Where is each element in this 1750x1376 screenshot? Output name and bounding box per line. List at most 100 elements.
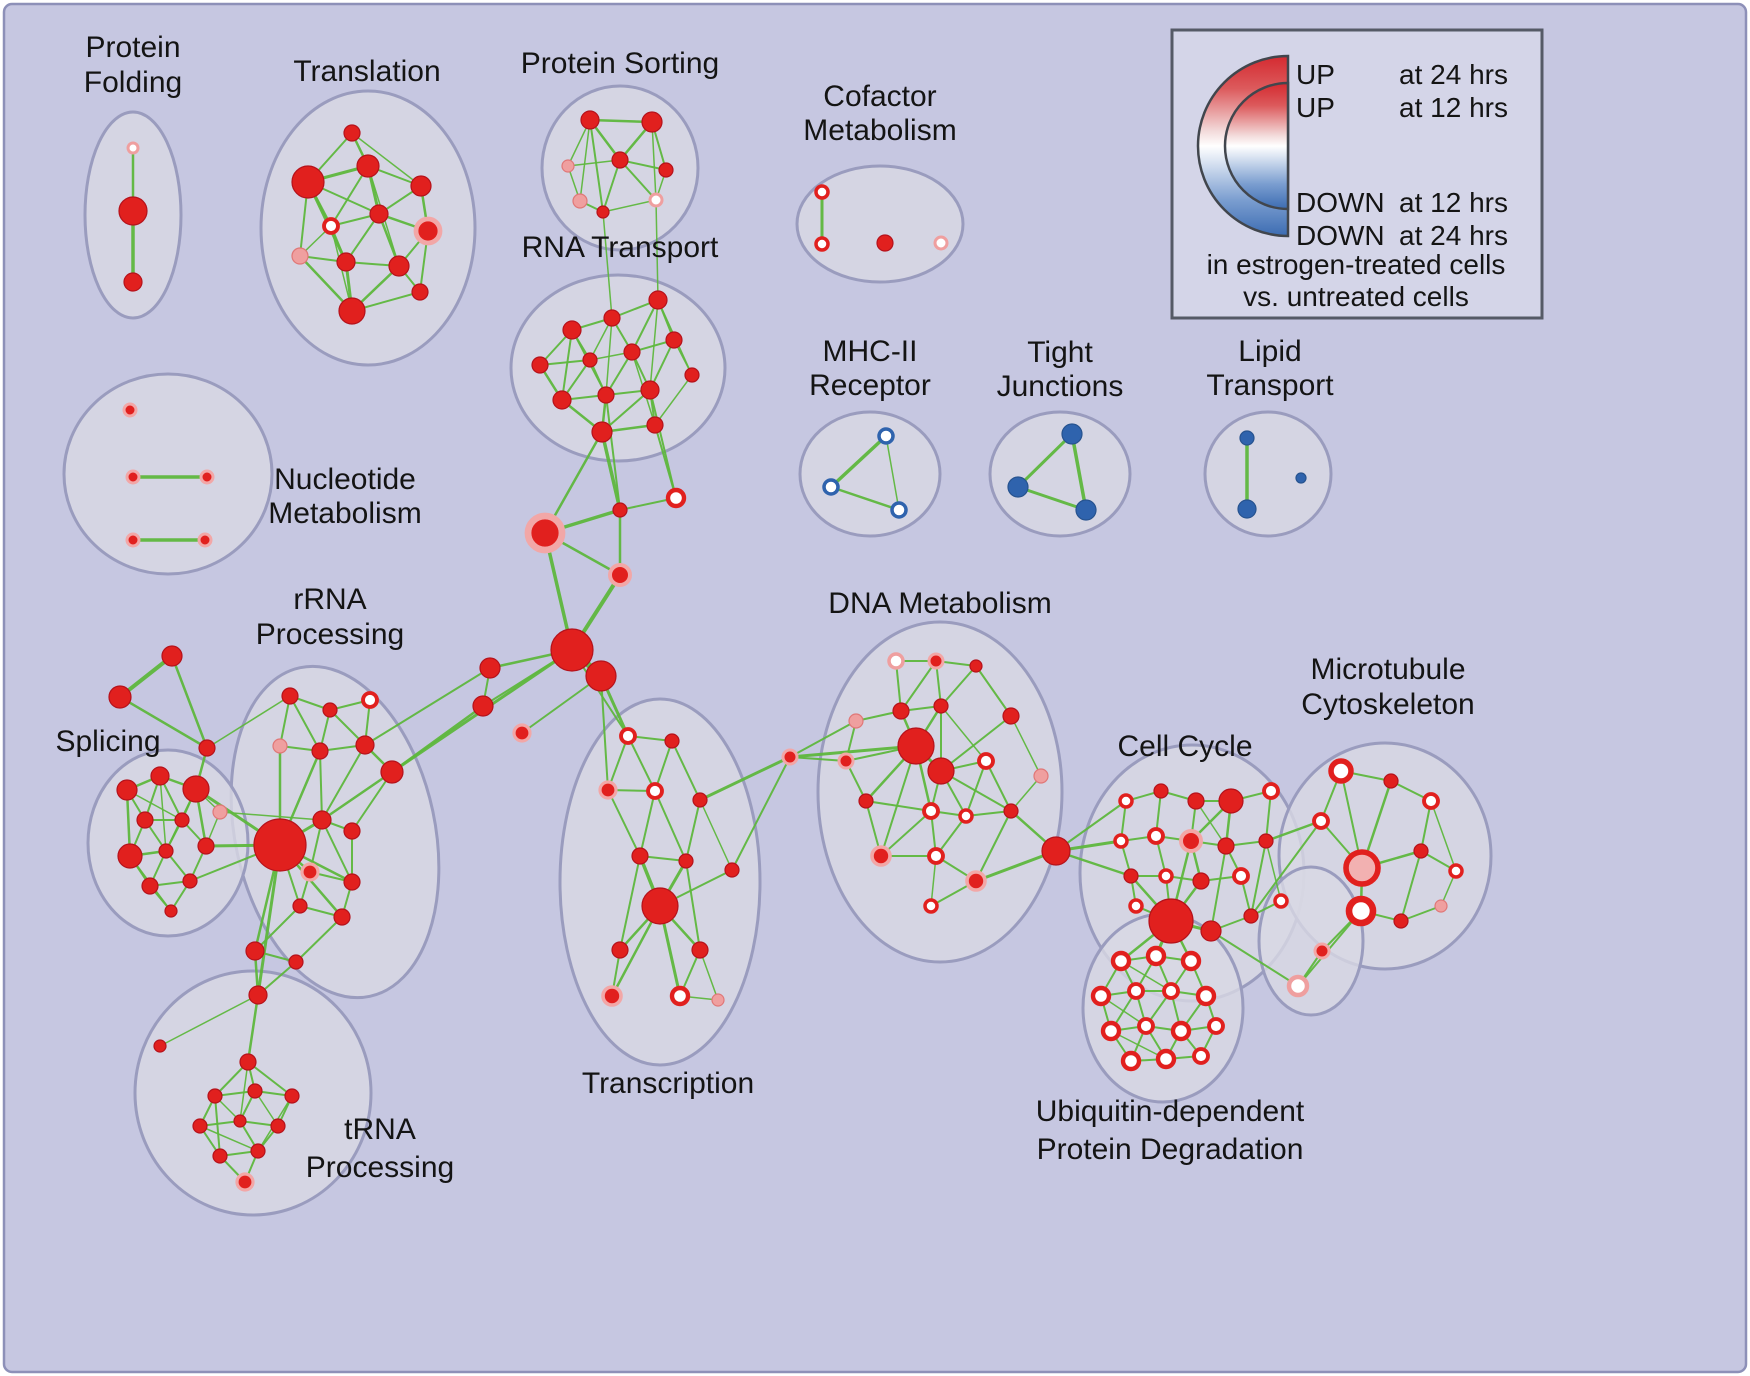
network-node <box>923 898 939 914</box>
network-edge <box>321 744 366 821</box>
network-edge <box>1010 775 1042 812</box>
network-edge <box>351 132 422 187</box>
network-node <box>848 713 864 729</box>
network-edge <box>619 159 657 201</box>
cluster-ellipse-nucleotide-metabolism <box>62 372 274 576</box>
network-edge <box>1016 485 1088 512</box>
network-edge <box>975 665 1012 717</box>
network-edge <box>607 789 641 857</box>
network-node <box>182 873 198 889</box>
network-node <box>611 941 629 959</box>
network-node <box>724 862 740 878</box>
network-edge <box>330 165 369 227</box>
cluster-ellipse-rna-transport <box>509 273 727 463</box>
network-node <box>292 898 308 914</box>
network-node <box>1286 974 1310 998</box>
network-node <box>572 193 588 209</box>
network-node <box>646 782 664 800</box>
network-node <box>887 652 905 670</box>
network-node <box>933 235 949 251</box>
network-node <box>1343 849 1381 887</box>
network-node <box>1422 792 1440 810</box>
network-node <box>641 111 663 133</box>
network-node <box>1383 773 1399 789</box>
network-node <box>562 320 582 340</box>
legend-row-word: UP <box>1296 92 1335 123</box>
network-node <box>1195 985 1217 1007</box>
network-node <box>1128 898 1144 914</box>
network-node <box>877 427 895 445</box>
network-node <box>380 760 404 784</box>
network-node <box>413 216 443 246</box>
network-edge <box>965 760 987 817</box>
network-edge <box>254 905 301 952</box>
network-node <box>582 352 598 368</box>
network-node <box>512 723 532 743</box>
cluster-label-protein-sorting: Protein Sorting <box>521 47 719 80</box>
network-edge <box>159 994 259 1047</box>
network-node <box>1033 768 1049 784</box>
network-edge <box>789 720 857 758</box>
network-node <box>333 908 351 926</box>
network-node <box>965 870 987 892</box>
network-edge <box>199 1125 259 1152</box>
network-node <box>1120 1050 1142 1072</box>
network-edge <box>671 740 701 801</box>
network-node <box>253 818 307 872</box>
network-node <box>897 727 935 765</box>
network-node <box>1434 899 1448 913</box>
network-node <box>153 1039 167 1053</box>
network-node <box>837 752 855 770</box>
network-node <box>1158 868 1174 884</box>
network-node <box>239 1053 257 1071</box>
network-node <box>858 793 874 809</box>
network-node <box>933 698 949 714</box>
network-node <box>355 735 375 755</box>
network-edge <box>829 485 901 512</box>
network-node <box>1192 872 1210 890</box>
network-node <box>1218 788 1244 814</box>
network-node <box>927 757 955 785</box>
cluster-ellipse-lipid-transport <box>1203 410 1333 538</box>
network-node <box>1232 867 1250 885</box>
network-node <box>312 810 332 830</box>
network-edge <box>321 819 353 883</box>
network-node <box>197 837 215 855</box>
network-node <box>1145 945 1167 967</box>
network-edge <box>320 770 394 822</box>
legend-row-word: DOWN <box>1296 187 1385 218</box>
network-node <box>369 204 389 224</box>
network-node <box>1003 803 1019 819</box>
network-node <box>658 162 674 178</box>
cluster-label-dna-metabolism: DNA Metabolism <box>828 587 1051 620</box>
network-node <box>969 659 983 673</box>
network-edge <box>654 790 687 862</box>
network-node <box>1061 423 1083 445</box>
network-node <box>692 792 708 808</box>
network-edge <box>295 916 343 963</box>
network-edge <box>345 213 380 263</box>
network-node <box>870 845 892 867</box>
network-node <box>927 847 945 865</box>
network-edge <box>651 121 657 201</box>
network-node <box>479 657 501 679</box>
network-node <box>1243 908 1259 924</box>
network-node <box>977 752 995 770</box>
network-node <box>361 691 379 709</box>
network-edge <box>605 394 621 511</box>
network-node <box>248 985 268 1005</box>
network-node <box>684 367 700 383</box>
network-node <box>1295 472 1307 484</box>
network-edge <box>1430 800 1457 872</box>
cluster-ellipse-transcription <box>558 697 762 1067</box>
network-edge <box>1210 930 1299 987</box>
